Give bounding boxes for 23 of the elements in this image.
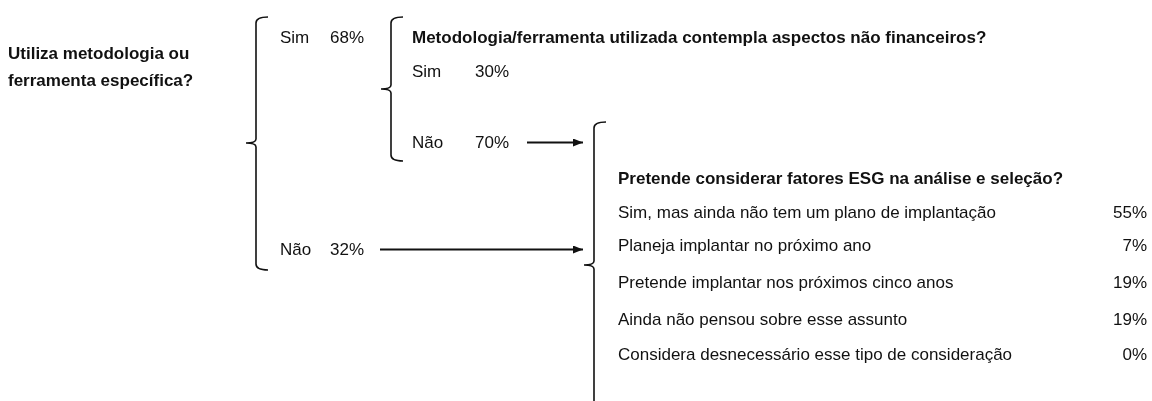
percentage-text: 19%: [1112, 309, 1147, 331]
question-heading: Metodologia/ferramenta utilizada contempla aspectos não financeiros?: [412, 27, 987, 49]
percentage-text: 19%: [1112, 272, 1147, 294]
option-text: Planeja implantar no próximo ano: [618, 235, 872, 257]
percentage-text: 30%: [475, 61, 510, 83]
option-text: Considera desnecessário esse tipo de consideração: [618, 344, 1013, 366]
option-text: Pretende implantar nos próximos cinco anos: [618, 272, 954, 294]
answer-text: Sim: [280, 27, 310, 49]
answer-text: Não: [280, 239, 312, 261]
option-text: Ainda não pensou sobre esse assunto: [618, 309, 908, 331]
question-heading: Pretende considerar fatores ESG na análise e seleção?: [618, 168, 1064, 190]
percentage-text: 7%: [1122, 235, 1147, 257]
answer-text: Não: [412, 132, 444, 154]
option-text: Sim, mas ainda não tem um plano de implantação: [618, 202, 996, 224]
percentage-text: 68%: [330, 27, 365, 49]
answer-text: Sim: [412, 61, 442, 83]
percentage-text: 32%: [330, 239, 365, 261]
percentage-text: 70%: [475, 132, 510, 154]
percentage-text: 55%: [1112, 202, 1147, 224]
percentage-text: 0%: [1122, 344, 1147, 366]
question-heading: Utiliza metodologia ou ferramenta específica?: [8, 43, 195, 92]
arrow: [379, 245, 584, 254]
arrow: [526, 138, 584, 147]
